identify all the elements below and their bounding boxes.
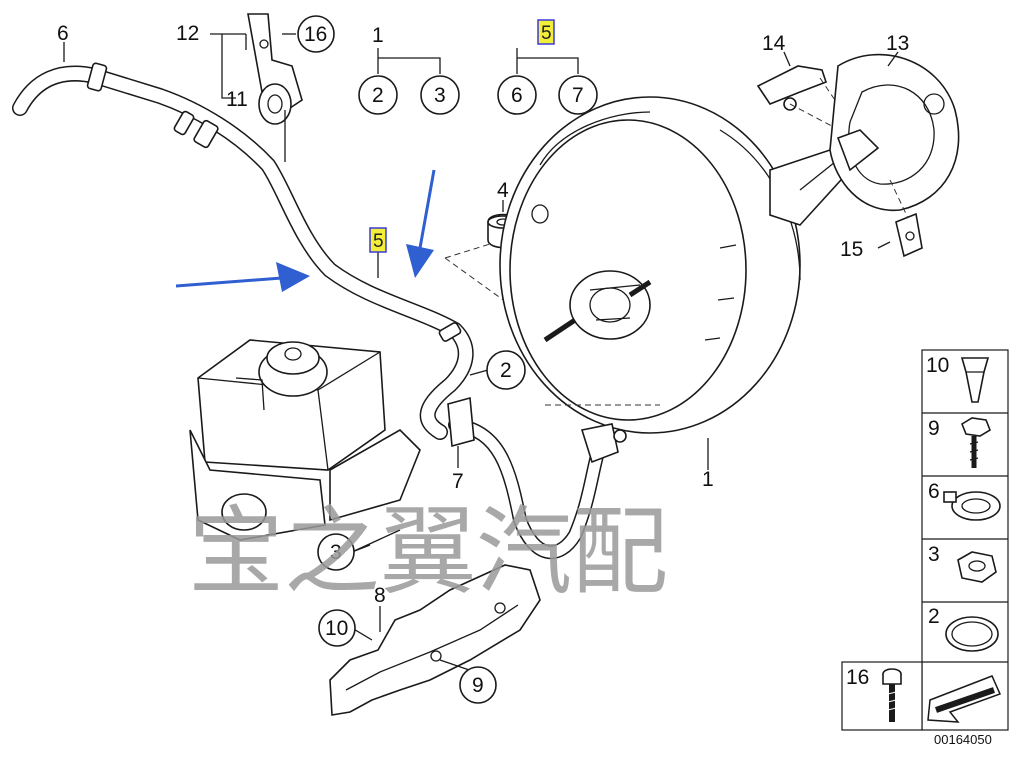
callout-2-pipe: 2	[500, 359, 512, 382]
hex-nut-icon	[957, 551, 997, 583]
o-ring-icon	[945, 616, 999, 652]
callout-10-bracket: 10	[325, 617, 348, 640]
legend-number-2: 2	[928, 605, 940, 628]
callout-4: 4	[497, 179, 509, 202]
vacuum-hose	[12, 62, 474, 440]
hex-screw-icon	[961, 417, 991, 468]
callout-8: 8	[374, 584, 386, 607]
heat-shield-bracket	[329, 564, 541, 716]
callout-6-top: 6	[511, 84, 523, 107]
direction-arrow-icon	[927, 675, 1002, 723]
callout-11: 11	[226, 88, 248, 111]
parts-legend: 10 9 6 3 2 16	[841, 349, 1009, 747]
diagram-code: 00164050	[934, 732, 992, 747]
hose-clamp-icon	[943, 491, 1001, 521]
watermark-text: 宝之翼汽配	[188, 496, 668, 608]
callout-5-top: 5	[541, 23, 552, 44]
hose-holder-bracket	[247, 13, 303, 125]
callout-12: 12	[176, 22, 199, 45]
callout-1-booster: 1	[702, 468, 714, 491]
legend-number-10: 10	[926, 354, 949, 377]
callout-3-top: 3	[434, 84, 446, 107]
clevis-pin	[756, 65, 863, 143]
expanding-nut-icon	[960, 357, 990, 403]
callout-14: 14	[762, 32, 786, 55]
callout-16: 16	[304, 23, 327, 46]
legend-number-6: 6	[928, 480, 940, 503]
callout-7-top: 7	[572, 84, 584, 107]
brake-booster	[499, 96, 852, 434]
clip	[889, 179, 923, 258]
vacuum-line	[447, 396, 627, 560]
callout-13: 13	[886, 32, 909, 55]
callout-2-top: 2	[372, 84, 384, 107]
callout-9-bracket: 9	[472, 674, 484, 697]
bolt-icon	[882, 668, 902, 722]
callout-3-master: 3	[330, 541, 342, 564]
highlight-box-top	[537, 19, 555, 45]
callout-1-top: 1	[372, 24, 384, 47]
callout-5-mid: 5	[373, 231, 384, 252]
gasket	[829, 53, 960, 211]
legend-number-3: 3	[928, 543, 940, 566]
callout-7-clip: 7	[452, 470, 464, 493]
callout-circles	[297, 15, 598, 704]
blue-arrows	[175, 169, 436, 292]
callout-15: 15	[840, 238, 863, 261]
legend-number-9: 9	[928, 417, 940, 440]
callout-6-hose: 6	[57, 22, 69, 45]
legend-number-16: 16	[846, 666, 869, 689]
highlight-box-mid	[369, 227, 387, 253]
master-cylinder	[189, 339, 421, 541]
